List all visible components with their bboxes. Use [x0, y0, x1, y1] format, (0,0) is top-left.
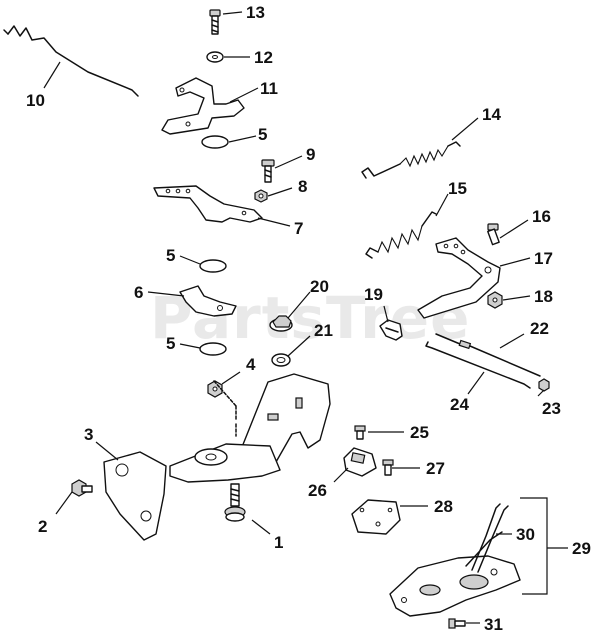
callout-26: 26 [308, 481, 327, 500]
callout-25: 25 [410, 423, 429, 442]
part-6-bracket[interactable] [179, 285, 237, 317]
callout-22: 22 [530, 319, 549, 338]
callout-21: 21 [314, 321, 333, 340]
callout-2: 2 [38, 517, 47, 536]
part-15-spring[interactable] [365, 211, 437, 259]
part-1-bolt[interactable] [224, 483, 246, 522]
part-21-spring-washer[interactable] [271, 353, 291, 367]
callout-28: 28 [434, 497, 453, 516]
part-20-flange-nut[interactable] [269, 315, 293, 332]
part-31-screw[interactable] [448, 618, 466, 629]
part-5-washer-bottom[interactable] [199, 342, 227, 356]
part-22-cable[interactable] [435, 333, 541, 377]
part-5-washer-middle[interactable] [199, 259, 227, 273]
part-3-control-bracket[interactable] [103, 373, 331, 541]
part-5-washer-top[interactable] [201, 135, 229, 149]
callout-14: 14 [482, 105, 501, 124]
callout-29: 29 [572, 539, 591, 558]
callout-4: 4 [246, 355, 256, 374]
callout-27: 27 [426, 459, 445, 478]
part-8-nut[interactable] [254, 189, 268, 203]
part-14-spring[interactable] [361, 141, 461, 179]
callout-13: 13 [246, 3, 265, 22]
callout-5-top: 5 [258, 125, 267, 144]
callout-5-middle: 5 [166, 246, 175, 265]
callout-17: 17 [534, 249, 553, 268]
callout-15: 15 [448, 179, 467, 198]
group-bracket-29 [520, 497, 568, 595]
part-27-screw[interactable] [382, 459, 394, 476]
part-7-throttle-lever[interactable] [153, 185, 263, 223]
callout-18: 18 [534, 287, 553, 306]
callout-6: 6 [134, 283, 143, 302]
part-10-linkage-rod[interactable] [3, 25, 139, 97]
callout-12: 12 [254, 48, 273, 67]
callout-11: 11 [260, 79, 278, 98]
part-24-rod[interactable] [425, 341, 531, 389]
part-12-washer[interactable] [206, 51, 224, 63]
part-2-screw[interactable] [71, 479, 93, 497]
callout-16: 16 [532, 207, 551, 226]
part-11-governor-lever[interactable] [161, 77, 245, 135]
callout-labels: 1 2 3 4 5 5 5 6 7 8 9 10 11 12 13 14 15 … [26, 3, 591, 634]
part-29-choke-assembly[interactable] [389, 555, 521, 617]
leader-lines [43, 11, 545, 624]
part-30-choke-spring[interactable] [465, 503, 509, 573]
callout-10: 10 [26, 91, 45, 110]
callout-8: 8 [298, 177, 307, 196]
callout-1: 1 [274, 533, 283, 552]
callout-31: 31 [484, 615, 503, 634]
callout-19: 19 [364, 285, 383, 304]
part-18-nut[interactable] [487, 291, 503, 309]
part-16-screw[interactable] [487, 223, 500, 246]
part-4-nut[interactable] [207, 380, 223, 398]
part-25-screw[interactable] [354, 425, 366, 440]
callout-9: 9 [306, 145, 315, 164]
part-23-screw[interactable] [538, 378, 550, 392]
callout-20: 20 [310, 277, 329, 296]
callout-5-bottom: 5 [166, 334, 175, 353]
callout-30: 30 [516, 525, 535, 544]
part-28-plate[interactable] [351, 499, 401, 535]
callout-7: 7 [294, 219, 303, 238]
part-26-bracket[interactable] [343, 447, 377, 477]
part-9-screw[interactable] [261, 159, 275, 183]
part-17-speed-control-lever[interactable] [417, 237, 501, 319]
callout-23: 23 [542, 399, 561, 418]
callout-3: 3 [84, 425, 93, 444]
callout-24: 24 [450, 395, 469, 414]
part-13-screw[interactable] [209, 9, 221, 35]
